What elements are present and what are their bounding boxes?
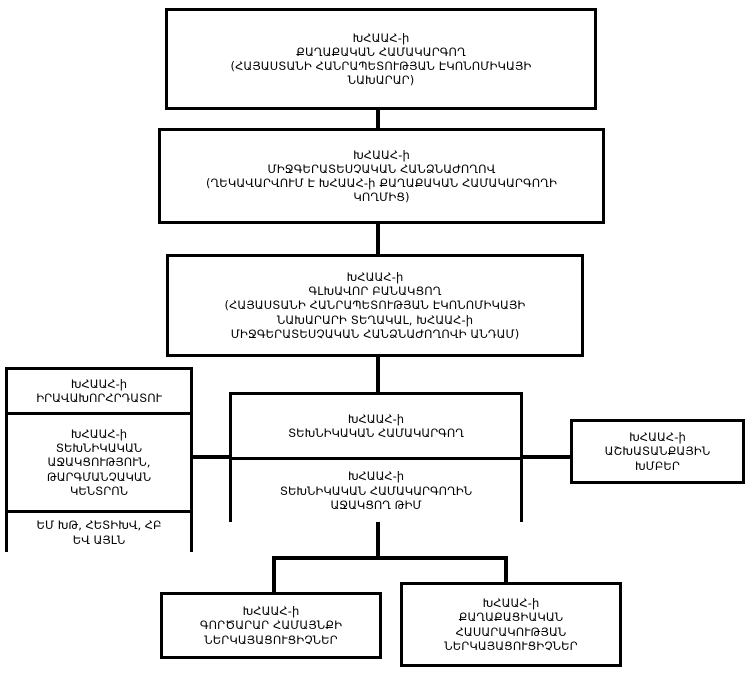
node-business-community-reps[interactable]: ԽՀԱԱՀ-ի ԳՈՐԾԱՐԱՐ ՀԱՄԱՅՆՔԻ ՆԵՐԿԱՅԱՑՈՒՑԻՉՆ… <box>160 592 382 659</box>
node-donors[interactable]: ԵՄ ԽԹ, ՀԵՏԻԽՎ, ՀԲ ԵՎ ԱՅԼՆ <box>8 510 190 552</box>
node-technical-support-team[interactable]: ԽՀԱԱՀ-ի ՏԵԽՆԻԿԱԿԱՆ ՀԱՄԱԿԱՐԳՈՂԻՆ ԱՋԱԿՑՈՂ … <box>232 457 520 522</box>
technical-coordinator-block: ԽՀԱԱՀ-ի ՏԵԽՆԻԿԱԿԱՆ ՀԱՄԱԿԱՐԳՈՂ ԽՀԱԱՀ-ի ՏԵ… <box>229 392 523 522</box>
node-working-groups[interactable]: ԽՀԱԱՀ-ի ԱՇԽԱՏԱՆՔԱՅԻՆ ԽՄԲԵՐ <box>570 419 745 484</box>
node-technical-coordinator[interactable]: ԽՀԱԱՀ-ի ՏԵԽՆԻԿԱԿԱՆ ՀԱՄԱԿԱՐԳՈՂ <box>232 395 520 457</box>
node-political-coordinator[interactable]: ԽՀԱԱՀ-ի ՔԱՂԱՔԱԿԱՆ ՀԱՄԱԿԱՐԳՈՂ (ՀԱՅԱՍՏԱՆԻ … <box>165 8 597 110</box>
left-support-stack: ԽՀԱԱՀ-ի ԻՐԱՎԱԽՈՐՀՐԴԱՏՈՒ ԽՀԱԱՀ-ի ՏԵԽՆԻԿԱԿ… <box>5 367 193 552</box>
connector-technical-to-working-groups <box>522 455 572 459</box>
connector-bus-to-business-reps <box>272 556 276 592</box>
connector-political-to-commission <box>376 108 380 130</box>
node-chief-negotiator[interactable]: ԽՀԱԱՀ-ի ԳԼԽԱՎՈՐ ԲԱՆԱԿՑՈՂ (ՀԱՅԱՍՏԱՆԻ ՀԱՆՐ… <box>166 254 584 357</box>
connector-bottom-horizontal-bus <box>272 556 508 560</box>
node-legal-advisor[interactable]: ԽՀԱԱՀ-ի ԻՐԱՎԱԽՈՐՀՐԴԱՏՈՒ <box>8 370 190 412</box>
node-technical-assistance-center[interactable]: ԽՀԱԱՀ-ի ՏԵԽՆԻԿԱԿԱՆ ԱՋԱԿՑՈՒԹՅՈՒՆ, ԹԱՐԳՄԱՆ… <box>8 412 190 510</box>
node-interagency-commission[interactable]: ԽՀԱԱՀ-ի ՄԻՋԳԵՐԱՏԵՍՉԱԿԱՆ ՀԱՆՁՆԱԺՈՂՈՎ (ՂԵԿ… <box>158 128 605 224</box>
node-civil-society-reps[interactable]: ԽՀԱԱՀ-ի ՔԱՂԱՔԱՑԻԱԿԱՆ ՀԱՍԱՐԱԿՈՒԹՅԱՆ ՆԵՐԿԱ… <box>400 582 622 667</box>
connector-commission-to-negotiator <box>376 222 380 254</box>
connector-technical-to-bottom-drop <box>376 522 380 556</box>
connector-bus-to-civil-society <box>504 556 508 582</box>
connector-negotiator-to-technical <box>376 355 380 392</box>
connector-left-to-technical <box>190 455 232 459</box>
